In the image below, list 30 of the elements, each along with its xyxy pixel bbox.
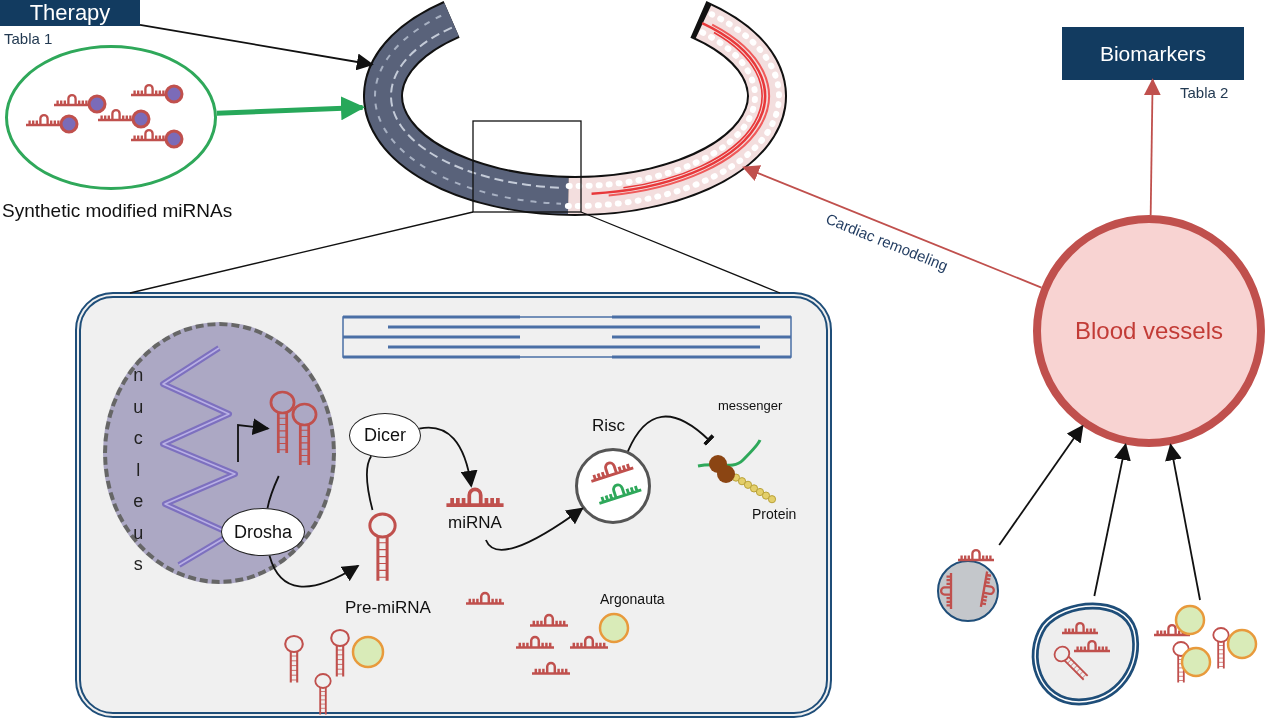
molecule-label: miRNA	[448, 513, 502, 533]
cell-panel	[75, 292, 832, 718]
arrow	[1093, 442, 1131, 597]
connector-line	[266, 475, 280, 510]
arrow	[1165, 443, 1201, 601]
part-label: Protein	[752, 506, 797, 522]
arrow	[268, 554, 360, 588]
table-reference: Tabla 1	[4, 30, 53, 47]
ellipse-label: Synthetic modified miRNAs	[2, 200, 233, 222]
arrow	[237, 418, 270, 463]
arrow	[418, 426, 478, 488]
table-reference: Tabla 2	[1180, 84, 1229, 101]
blood-vessel-circle: Blood vessels	[1033, 215, 1265, 447]
heading-banner: Therapy	[0, 0, 140, 26]
part-label: Argonauta	[600, 591, 665, 607]
arrow	[139, 24, 374, 71]
inhibition-line	[627, 415, 715, 452]
arrow	[998, 424, 1084, 546]
nucleus-label: nucleus	[132, 364, 145, 576]
enzyme-ellipse: Drosha	[221, 508, 305, 556]
molecule-label: Pre-miRNA	[345, 598, 431, 618]
heading-banner: Biomarkers	[1062, 27, 1244, 80]
part-label: messenger	[718, 398, 783, 413]
connector-line	[366, 455, 374, 511]
complex-label: Risc	[592, 416, 626, 436]
arrow	[216, 96, 365, 121]
arrow	[1143, 78, 1161, 216]
arrow	[742, 165, 1043, 289]
arrow	[485, 507, 584, 551]
enzyme-ellipse: Dicer	[349, 413, 421, 458]
